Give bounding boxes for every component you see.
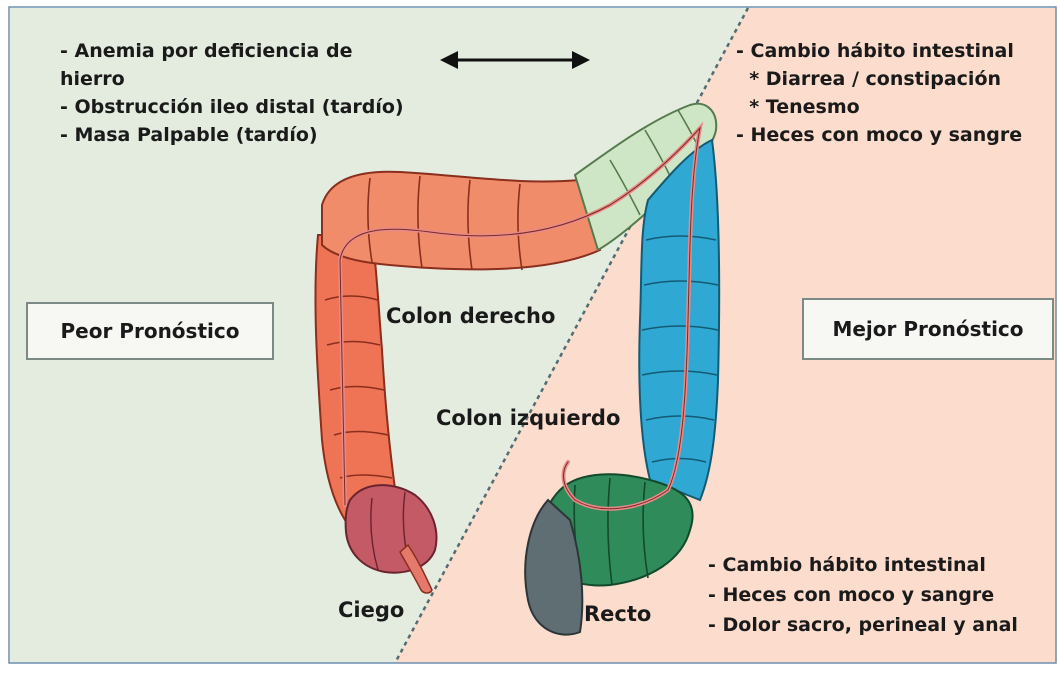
symptom-line: * Diarrea / constipación (736, 66, 1001, 92)
symptom-line: - Obstrucción ileo distal (tardío) (60, 94, 404, 120)
label-rectum: Recto (584, 602, 651, 626)
label-cecum: Ciego (338, 598, 404, 622)
transverse-colon (322, 172, 600, 270)
label-colon-left: Colon izquierdo (436, 406, 620, 430)
symptom-line: - Anemia por deficiencia de (60, 38, 352, 64)
symptom-line: - Cambio hábito intestinal (708, 552, 986, 578)
symptom-line: hierro (60, 66, 125, 92)
symptom-line: - Dolor sacro, perineal y anal (708, 612, 1018, 638)
label-colon-right: Colon derecho (386, 304, 555, 328)
better-prognosis-box: Mejor Pronóstico (802, 298, 1054, 360)
worse-prognosis-box: Peor Pronóstico (26, 302, 274, 360)
symptom-line: - Heces con moco y sangre (736, 122, 1022, 148)
symptom-line: * Tenesmo (736, 94, 860, 120)
symptom-line: - Cambio hábito intestinal (736, 38, 1014, 64)
symptom-line: - Masa Palpable (tardío) (60, 122, 318, 148)
symptom-line: - Heces con moco y sangre (708, 582, 994, 608)
